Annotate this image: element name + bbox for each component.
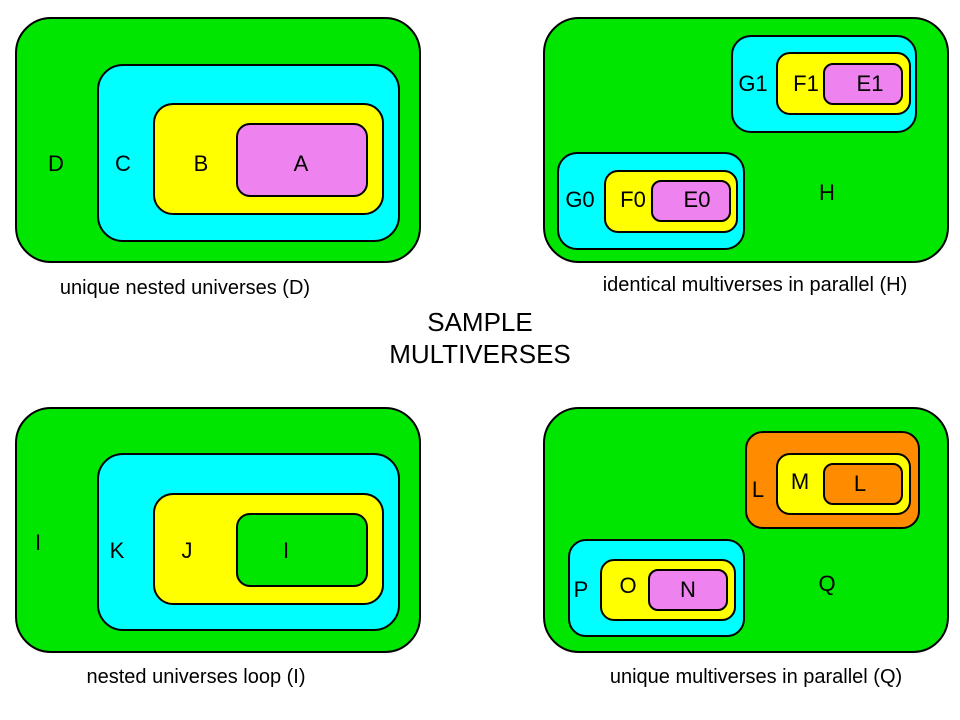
panel-h-caption: identical multiverses in parallel (H) [602, 274, 908, 296]
universe-n-box [648, 569, 728, 611]
universe-i-inner-label: I [282, 538, 290, 563]
universe-p-label: P [573, 577, 589, 602]
universe-b-label: B [193, 151, 209, 176]
universe-l-outer-label: L [751, 477, 765, 502]
universe-j-label: J [181, 538, 193, 563]
universe-n-label: N [680, 577, 696, 602]
universe-e0-box [651, 180, 731, 222]
universe-e0-label: E0 [683, 187, 711, 212]
universe-f0-label: F0 [620, 187, 646, 212]
universe-m-label: M [790, 469, 810, 494]
universe-a-label: A [293, 151, 309, 176]
universe-l-inner-box [823, 463, 903, 505]
universe-o-label: O [619, 573, 637, 598]
title-line-2: MULTIVERSES [389, 339, 571, 369]
universe-f1-label: F1 [793, 71, 819, 96]
universe-g0-label: G0 [565, 187, 595, 212]
universe-g1-label: G1 [738, 71, 768, 96]
universe-k-label: K [109, 538, 125, 563]
universe-e1-label: E1 [856, 71, 884, 96]
panel-q-caption: unique multiverses in parallel (Q) [609, 666, 903, 688]
universe-i-inner-box [236, 513, 368, 587]
panel-i-caption: nested universes loop (I) [86, 666, 306, 688]
panel-d-caption: unique nested universes (D) [59, 277, 311, 299]
universe-d-label: D [48, 151, 64, 176]
universe-c-label: C [115, 151, 131, 176]
title-line-1: SAMPLE [427, 307, 533, 337]
universe-l-inner-label: L [853, 471, 867, 496]
universe-q-label: Q [818, 571, 836, 596]
diagram-title: SAMPLE MULTIVERSES [389, 306, 571, 370]
universe-i-outer-label: I [34, 530, 42, 555]
universe-a-box [236, 123, 368, 197]
universe-e1-box [823, 63, 903, 105]
universe-h-label: H [819, 180, 835, 205]
